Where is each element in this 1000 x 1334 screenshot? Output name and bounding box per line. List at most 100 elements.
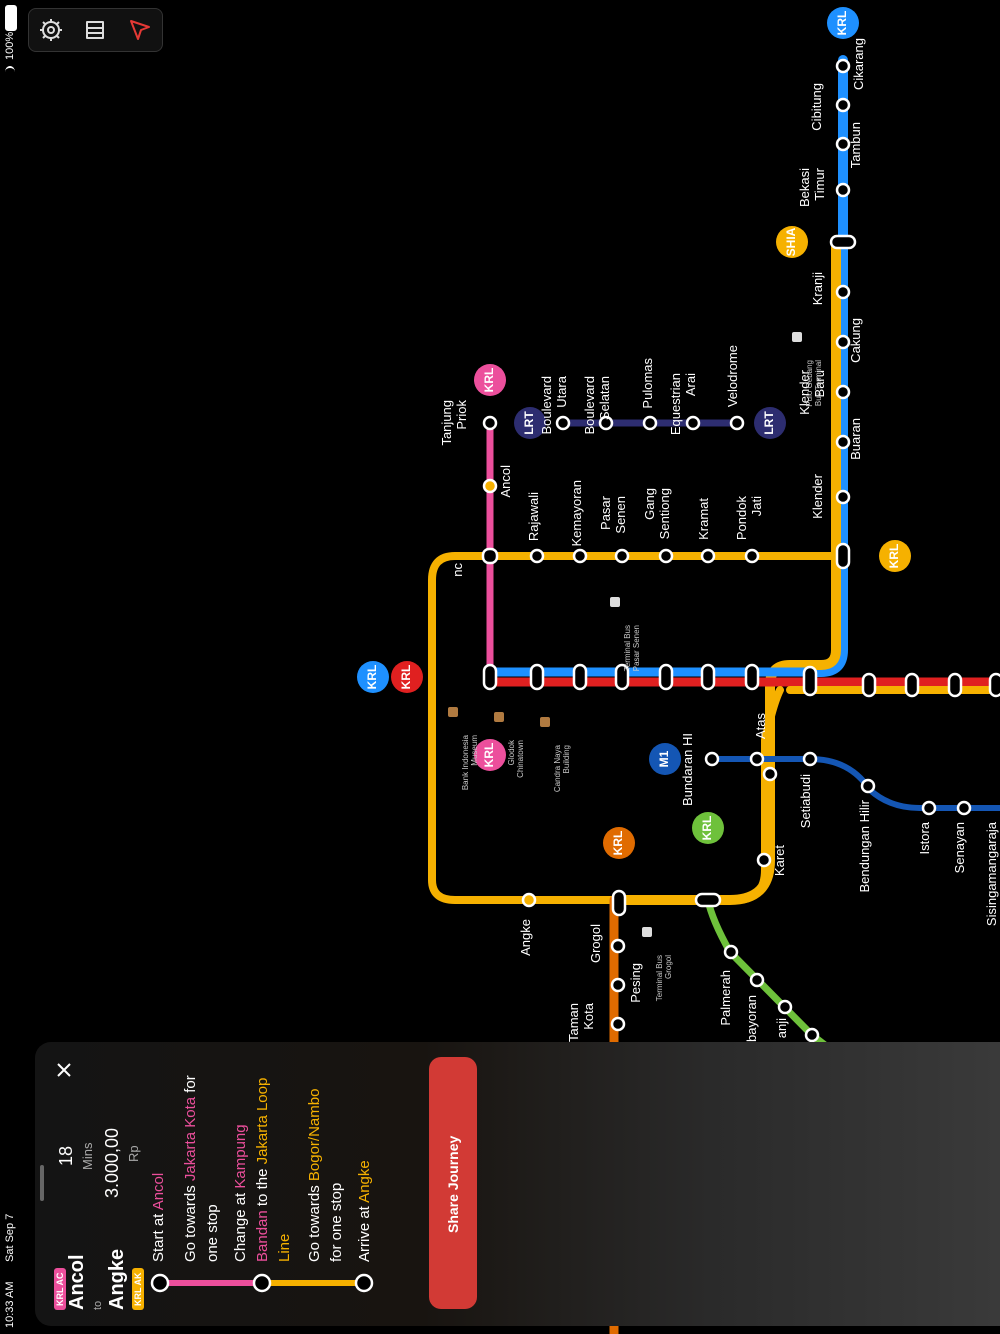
interchange-station[interactable] (749, 751, 765, 767)
station-label-pasar-senen: PasarSenen (598, 495, 628, 533)
interchange-station[interactable] (482, 663, 498, 691)
station-dot[interactable] (835, 384, 851, 400)
station-dot[interactable] (835, 97, 851, 113)
station-label-bendungan-hilir: Bendungan Hilir (857, 799, 872, 892)
station-dot[interactable] (802, 751, 818, 767)
interchange-station[interactable] (614, 663, 630, 691)
line-krl-yellow-loop (428, 552, 847, 904)
station-label-pesing: Pesing (628, 963, 643, 1003)
interchange-station[interactable] (802, 665, 818, 697)
station-dot[interactable] (482, 415, 498, 431)
station-label-partial: Sisingamangaraja (984, 821, 999, 926)
station-dot[interactable] (614, 548, 630, 564)
interchange-station[interactable] (658, 663, 674, 691)
landmark-terminal-bus-grogol: Terminal BusGrogol (642, 927, 673, 1001)
interchange-station[interactable] (861, 672, 877, 698)
interchange-station[interactable] (700, 663, 716, 691)
station-dot[interactable] (704, 751, 720, 767)
line-badge-krl[interactable]: KRL (474, 739, 506, 771)
line-mrt (709, 756, 1000, 811)
interchange-station[interactable] (829, 234, 857, 250)
interchange-station[interactable] (835, 542, 851, 570)
interchange-station[interactable] (481, 547, 499, 565)
station-label-pulomas: Pulomas (640, 358, 655, 409)
line-badge-lrt[interactable]: LRT (514, 407, 546, 439)
share-journey-label: Share Journey (445, 1135, 461, 1233)
route-diagram (150, 1273, 374, 1293)
line-badge-krl[interactable]: KRL (474, 364, 506, 396)
interchange-station[interactable] (572, 663, 588, 691)
station-dot-selected[interactable] (521, 892, 537, 908)
station-dot[interactable] (642, 415, 658, 431)
line-badge-label: KRL (365, 665, 379, 690)
location-button[interactable] (125, 15, 155, 45)
line-badge-krl[interactable]: KRL (692, 812, 724, 844)
station-dot[interactable] (700, 548, 716, 564)
interchange-station[interactable] (611, 889, 627, 917)
interchange-station[interactable] (988, 672, 1000, 698)
line-badge-krl[interactable]: KRL (391, 661, 423, 693)
station-dot[interactable] (610, 938, 626, 954)
station-label-palmerah: Palmerah (718, 970, 733, 1026)
station-dot[interactable] (723, 944, 739, 960)
station-dot[interactable] (835, 434, 851, 450)
station-dot[interactable] (598, 415, 614, 431)
station-dot[interactable] (529, 548, 545, 564)
station-dot[interactable] (804, 1027, 820, 1043)
station-dot[interactable] (658, 548, 674, 564)
station-dot[interactable] (835, 136, 851, 152)
station-dot[interactable] (610, 977, 626, 993)
interchange-station[interactable] (947, 672, 963, 698)
station-dot[interactable] (777, 999, 793, 1015)
map-button[interactable] (80, 15, 110, 45)
station-dot-selected[interactable] (482, 478, 498, 494)
line-badge-krl[interactable]: KRL (879, 540, 911, 572)
station-dot[interactable] (610, 1016, 626, 1032)
status-battery: 100% (4, 31, 16, 60)
line-badge-krl[interactable]: KRL (357, 661, 389, 693)
interchange-station[interactable] (744, 663, 760, 691)
station-label-boulevard-selatan: BoulevardSelatan (582, 376, 612, 435)
station-label-velodrome: Velodrome (725, 345, 740, 407)
landmark-icon (642, 927, 652, 937)
station-dot[interactable] (749, 972, 765, 988)
station-dot[interactable] (921, 800, 937, 816)
station-dot[interactable] (835, 182, 851, 198)
station-dot[interactable] (860, 778, 876, 794)
station-label-anji: anji (774, 1018, 789, 1038)
station-dot[interactable] (756, 852, 772, 868)
station-dot[interactable] (835, 58, 851, 74)
panel-drag-handle[interactable] (40, 1165, 44, 1201)
station-dot[interactable] (835, 284, 851, 300)
station-dot[interactable] (956, 800, 972, 816)
station-label-cibitung: Cibitung (809, 83, 824, 131)
line-badge-lrt[interactable]: LRT (754, 407, 786, 439)
share-journey-button[interactable]: Share Journey (429, 1057, 477, 1309)
settings-button[interactable] (36, 15, 66, 45)
station-label-istora: Istora (917, 821, 932, 854)
station-label-ancol: Ancol (498, 465, 513, 498)
line-badge-label: KRL (700, 816, 714, 841)
interchange-station[interactable] (904, 672, 920, 698)
line-badge-krl[interactable]: KRL (603, 827, 635, 859)
line-badge-krl[interactable]: KRL (827, 7, 859, 39)
station-dot[interactable] (572, 548, 588, 564)
landmark-icon (610, 597, 620, 607)
interchange-station[interactable] (762, 766, 778, 782)
line-badge-shia[interactable]: SHIA (776, 226, 808, 258)
station-dot[interactable] (744, 548, 760, 564)
interchange-station[interactable] (529, 663, 545, 691)
station-dot[interactable] (835, 334, 851, 350)
landmark-pulo-gebang-bus-terminal: Pulo GebangBus Terminal (792, 332, 823, 407)
line-badge-label: KRL (835, 11, 849, 36)
station-dot[interactable] (729, 415, 745, 431)
station-label-grogol: Grogol (588, 924, 603, 963)
line-badge-m1[interactable]: M1 (649, 743, 681, 775)
station-dot[interactable] (555, 415, 571, 431)
station-dot[interactable] (835, 489, 851, 505)
route-end-node (354, 1273, 374, 1293)
station-dot[interactable] (685, 415, 701, 431)
interchange-station[interactable] (694, 892, 722, 908)
close-button[interactable] (52, 1058, 76, 1082)
